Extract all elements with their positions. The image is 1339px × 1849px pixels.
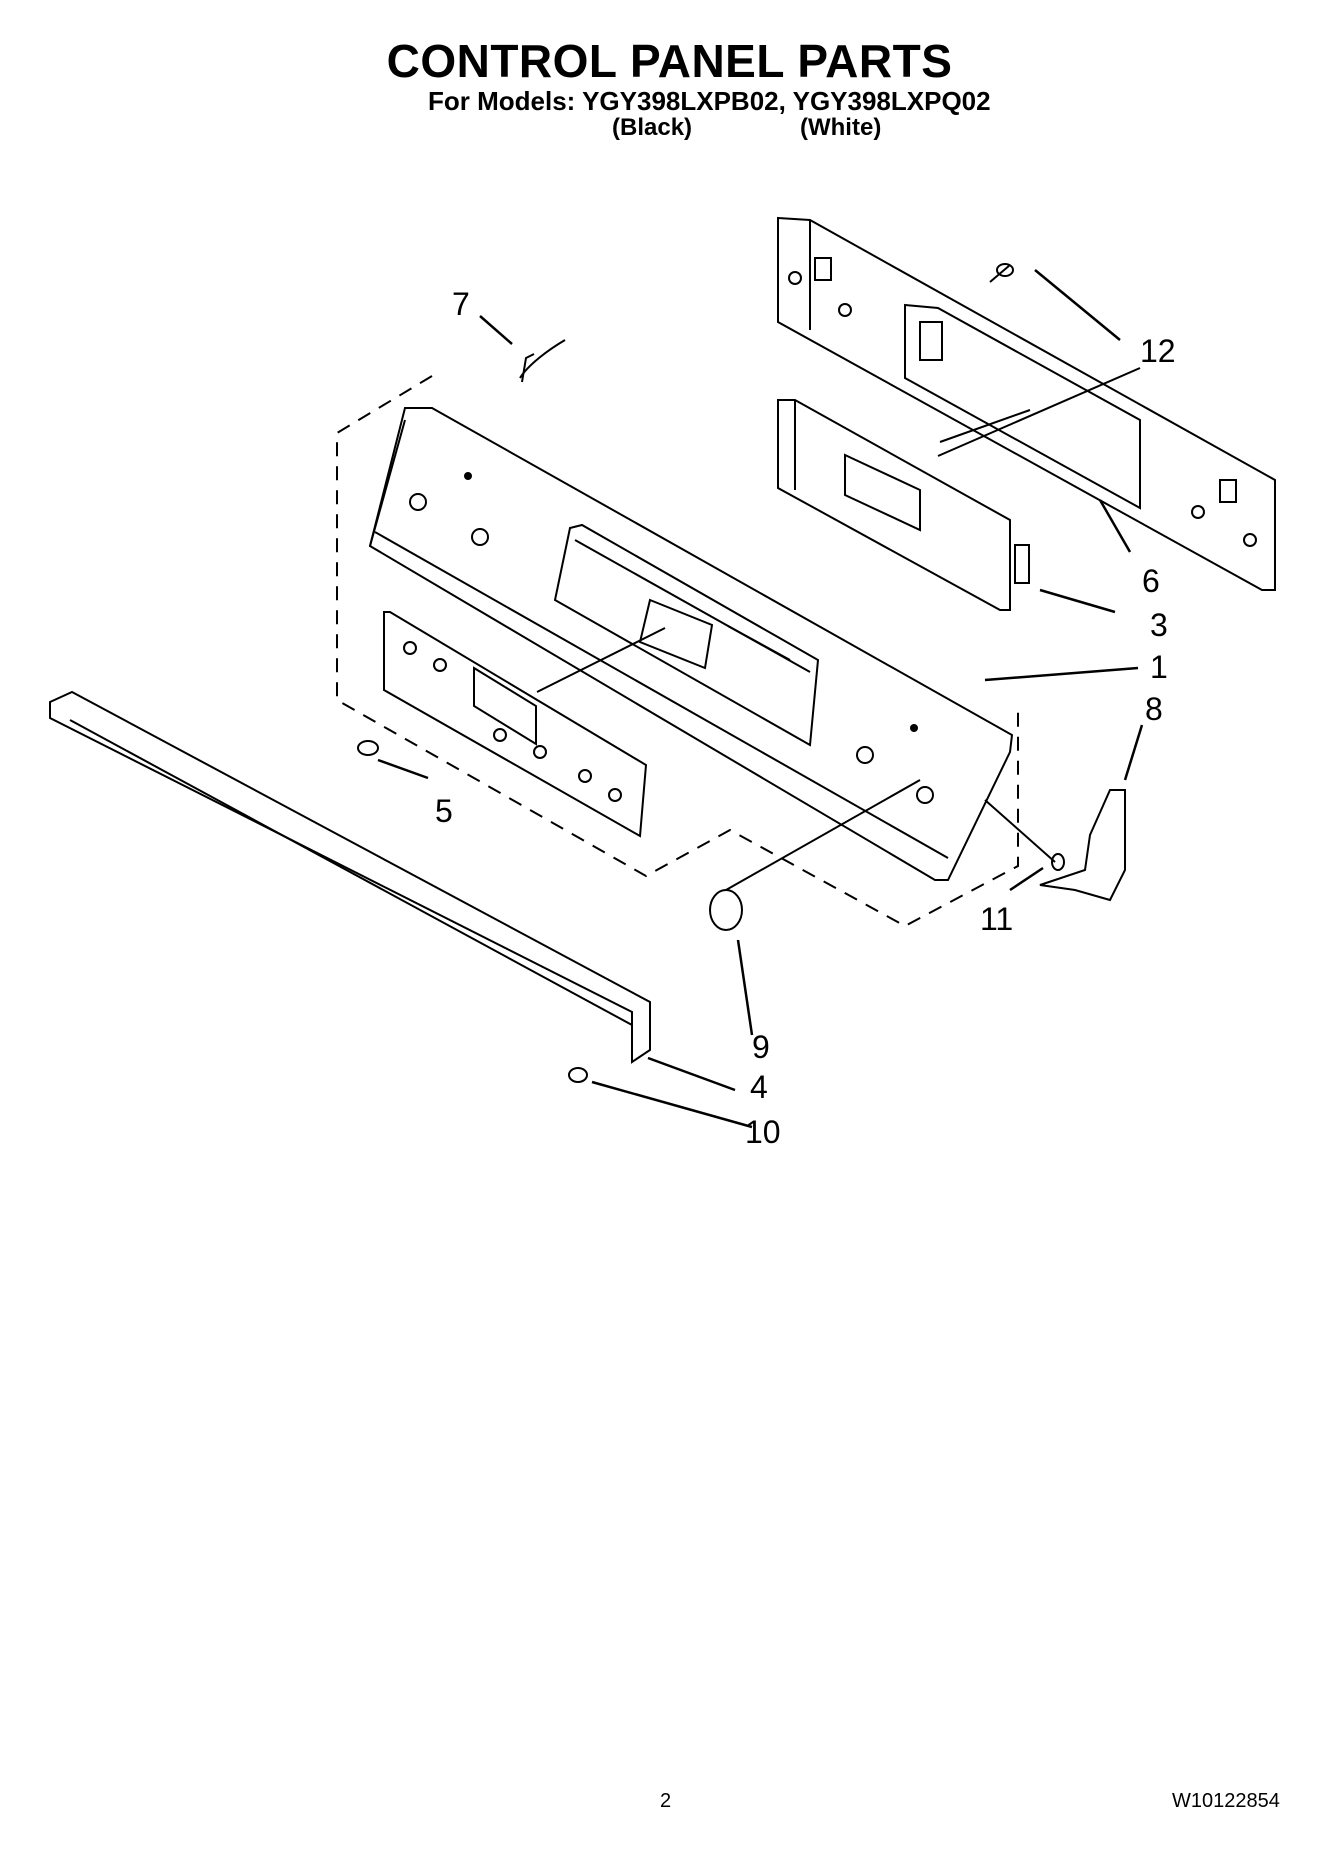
touch-overlay xyxy=(383,611,666,838)
callout-1: 1 xyxy=(1150,649,1168,685)
main-control-panel xyxy=(368,407,1014,881)
callout-12: 12 xyxy=(1140,333,1176,369)
callout-5: 5 xyxy=(435,793,453,829)
models-line: For Models: YGY398LXPB02, YGY398LXPQ02 xyxy=(428,86,991,116)
assembly-outline xyxy=(336,375,1019,928)
page-title: CONTROL PANEL PARTS xyxy=(386,35,953,87)
rear-back-panel xyxy=(777,216,1276,591)
callout-3: 3 xyxy=(1150,607,1168,643)
callout-7: 7 xyxy=(452,286,470,322)
wire-harness xyxy=(519,339,566,383)
lower-trim-strip xyxy=(49,690,651,1064)
variant-white: (White) xyxy=(800,114,882,141)
callout-10: 10 xyxy=(745,1114,781,1150)
document-number: W10122854 xyxy=(1172,1790,1280,1812)
callout-11: 11 xyxy=(980,901,1013,937)
clock-bracket xyxy=(777,367,1141,611)
small-parts xyxy=(357,263,1065,1083)
callout-9: 9 xyxy=(752,1029,770,1065)
leader-arrows xyxy=(377,269,1144,1129)
callout-8: 8 xyxy=(1145,691,1163,727)
callout-4: 4 xyxy=(750,1069,768,1105)
page-number: 2 xyxy=(660,1790,672,1812)
variant-black: (Black) xyxy=(612,114,693,141)
callout-6: 6 xyxy=(1142,563,1160,599)
end-cap xyxy=(1039,789,1126,902)
